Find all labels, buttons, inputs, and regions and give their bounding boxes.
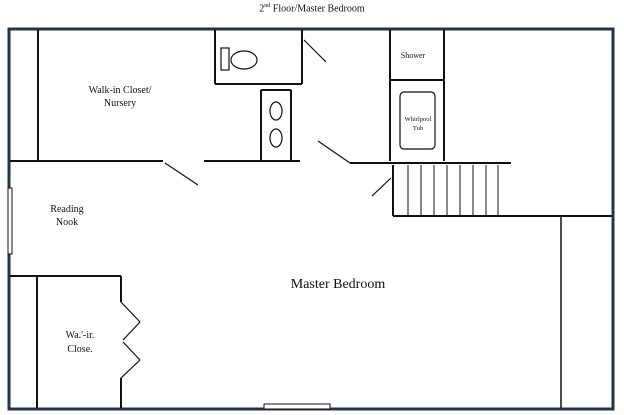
sink-top-icon bbox=[269, 101, 283, 121]
toilet-door-swing bbox=[303, 39, 327, 63]
whirlpool-tub-icon bbox=[399, 91, 436, 150]
toilet-fixture bbox=[220, 47, 258, 71]
label-nook: Nook bbox=[56, 217, 78, 228]
closet-bifold-door-top-a bbox=[120, 301, 141, 323]
plan-title-text: Floor/Master Bedroom bbox=[270, 3, 365, 15]
label-reading: Reading bbox=[50, 204, 83, 215]
label-tub: Tub bbox=[413, 125, 423, 132]
plan-title-ordinal: nd bbox=[264, 3, 271, 9]
closet-bifold-door-bottom-a bbox=[122, 341, 141, 361]
plan-title: 2nd Floor/Master Bedroom bbox=[0, 0, 624, 15]
closet-door-swing bbox=[164, 162, 199, 186]
reading-nook-window bbox=[7, 187, 13, 255]
closet-bifold-door-bottom-b bbox=[120, 359, 141, 379]
master-bedroom-window bbox=[263, 403, 331, 410]
closet-bifold-door-top-b bbox=[122, 321, 141, 341]
stairs bbox=[407, 165, 499, 216]
label-walk-in-closet-line2: Nursery bbox=[104, 98, 136, 109]
label-walk-in-closet-line1: Walk-in Closet/ bbox=[89, 85, 152, 96]
plan-title-floor-number: 2 bbox=[259, 3, 265, 15]
stair-door-swing bbox=[371, 177, 392, 197]
label-shower: Shower bbox=[401, 51, 426, 60]
bath-door-swing bbox=[317, 140, 351, 164]
label-whirlpool: Whirlpool bbox=[405, 116, 432, 123]
label-master-bedroom: Master Bedroom bbox=[291, 277, 386, 292]
label-lower-closet-line2: Close. bbox=[67, 344, 92, 355]
sink-bottom-icon bbox=[269, 128, 283, 148]
label-lower-closet-line1: Wa.'-ir. bbox=[66, 330, 95, 341]
